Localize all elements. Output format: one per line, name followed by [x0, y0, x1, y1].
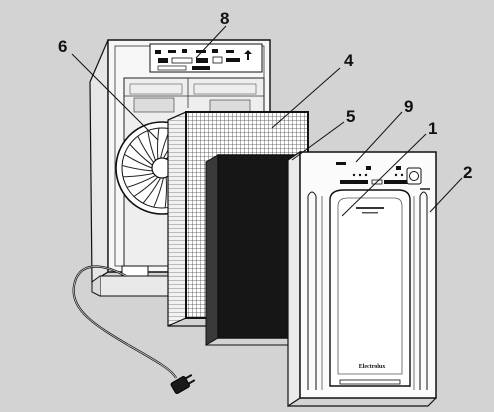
callout-8: 8	[220, 9, 229, 28]
leader-2	[429, 177, 463, 213]
fan-blade	[137, 135, 154, 163]
leader-1	[341, 133, 427, 217]
callout-4: 4	[344, 51, 354, 70]
front-control-strip	[336, 162, 430, 190]
leader-4	[271, 67, 341, 129]
leader-8	[195, 25, 227, 59]
callout-6: 6	[58, 37, 67, 56]
front-panel: Electrolux	[287, 150, 437, 408]
leader-lines	[71, 25, 463, 217]
callout-labels: 8 6 4 5 9 1 2	[58, 9, 472, 182]
callout-5: 5	[346, 107, 355, 126]
power-plug	[170, 374, 196, 394]
fan-blade	[124, 153, 153, 169]
side-grill-rails	[307, 191, 428, 390]
brand-logo: Electrolux	[359, 364, 386, 370]
fan-blade	[126, 175, 156, 188]
leader-5	[291, 121, 345, 161]
fan-blade	[121, 164, 153, 172]
power-cord	[72, 265, 196, 394]
leader-9	[355, 111, 403, 163]
callout-2: 2	[463, 163, 472, 182]
fan-blade	[133, 176, 159, 197]
fan-blade	[153, 177, 164, 208]
front-center-panel	[329, 189, 411, 387]
callout-9: 9	[404, 97, 413, 116]
fan-blade	[142, 177, 162, 204]
fan-blade	[164, 177, 167, 208]
callout-1: 1	[428, 119, 437, 138]
fan-blade	[147, 130, 156, 161]
fan-blade	[129, 143, 153, 166]
leader-6	[71, 53, 159, 141]
fan-blade	[157, 128, 160, 159]
control-panel-top	[149, 43, 263, 73]
fan-blade	[122, 172, 154, 178]
